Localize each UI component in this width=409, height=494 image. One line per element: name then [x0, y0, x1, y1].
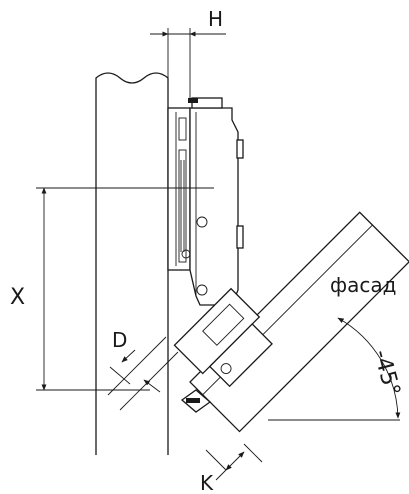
hinge-knuckle [180, 389, 212, 413]
hinge-cup [173, 287, 273, 388]
h-label: H [208, 7, 223, 31]
facade-label: фасад [330, 273, 396, 297]
d-dimension [107, 336, 179, 411]
mounting-plate [167, 107, 191, 271]
angle-label: -45° [368, 347, 404, 399]
cabinet-side-panel [95, 72, 169, 455]
x-dimension [36, 187, 214, 391]
h-dimension [150, 28, 226, 98]
d-label: D [112, 328, 127, 352]
k-label: K [200, 471, 214, 494]
x-label: X [10, 285, 25, 310]
k-dimension [205, 443, 263, 481]
hinge-arm [188, 97, 244, 306]
angle-dimension [268, 317, 401, 421]
